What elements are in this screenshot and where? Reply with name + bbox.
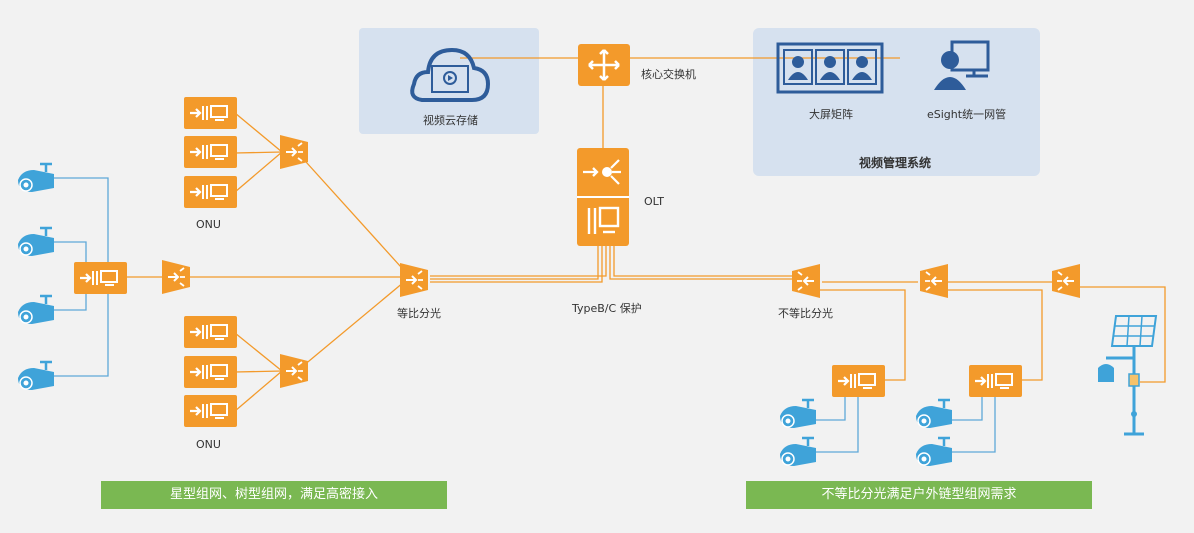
link-onu-top-0 — [234, 112, 283, 153]
onu-icon-top-2 — [184, 176, 237, 208]
link-drop-3 — [1080, 286, 1166, 383]
link-olt-equal-1 — [430, 246, 599, 280]
link-onu-bot-0 — [234, 332, 283, 372]
onu-icon-top-1 — [184, 136, 237, 168]
splitter-icon-top — [280, 135, 308, 169]
camera-icon-5 — [780, 436, 816, 466]
onu-icon-left — [74, 262, 127, 294]
link-cam-3 — [50, 292, 87, 311]
olt-label: OLT — [644, 195, 664, 208]
cloud-storage-icon — [410, 47, 491, 102]
onu-top-label: ONU — [196, 218, 221, 231]
link-onu-bot-1 — [234, 370, 283, 373]
link-olt-unequal-1 — [609, 246, 795, 280]
splitter-icon-unequal-3 — [1052, 264, 1080, 298]
link-onu-top-1 — [234, 151, 283, 154]
onu-icon-bottom-2 — [184, 395, 237, 427]
onu-icon-right-2 — [969, 365, 1022, 397]
link-onu-top-2 — [234, 151, 283, 193]
cloud-storage-panel — [359, 28, 539, 134]
camera-icon-7 — [916, 436, 952, 466]
splitter-icon-unequal-2 — [920, 264, 948, 298]
onu-icon-top-0 — [184, 97, 237, 129]
onu-icon-bottom-1 — [184, 356, 237, 388]
type-bc-label: TypeB/C 保护 — [572, 302, 642, 315]
splitter-icon-bottom — [280, 354, 308, 388]
right-banner: 不等比分光满足户外链型组网需求 — [746, 481, 1092, 509]
olt-icon — [577, 148, 629, 246]
core-switch-label: 核心交换机 — [641, 68, 696, 81]
link-cam-left-bus — [50, 177, 109, 292]
onu-bottom-label: ONU — [196, 438, 221, 451]
vms-panel — [753, 28, 1040, 176]
esight-label: eSight统一网管 — [927, 108, 1007, 121]
camera-icon-6 — [916, 398, 952, 428]
link-cam-r1b — [810, 395, 859, 453]
switch-icon — [578, 44, 630, 86]
onu-icon-right-1 — [832, 365, 885, 397]
camera-icon-2 — [18, 294, 54, 324]
link-olt-equal-2 — [430, 246, 603, 283]
link-cam-r1a — [810, 395, 846, 421]
link-onu-bot-2 — [234, 370, 283, 412]
link-olt-unequal-2 — [613, 246, 795, 277]
vms-label: 视频管理系统 — [859, 156, 932, 170]
camera-icon-3 — [18, 360, 54, 390]
link-cam-left-bus2 — [50, 292, 109, 377]
camera-icon-0 — [18, 162, 54, 192]
equal-split-label: 等比分光 — [397, 307, 441, 320]
solar-pole-icon — [1098, 315, 1158, 436]
left-banner: 星型组网、树型组网，满足高密接入 — [101, 481, 447, 509]
cloud-storage-label: 视频云存储 — [423, 114, 478, 127]
link-fan-0 — [296, 151, 411, 278]
video-wall-label: 大屏矩阵 — [809, 108, 853, 121]
link-cam-r2a — [950, 395, 983, 421]
operator-icon — [934, 40, 990, 90]
splitter-icon-left — [162, 260, 190, 294]
video-wall-icon — [776, 42, 884, 94]
onu-icon-bottom-0 — [184, 316, 237, 348]
camera-icon-1 — [18, 226, 54, 256]
link-cam-2 — [50, 241, 87, 262]
splitter-icon-unequal-1 — [792, 264, 820, 298]
camera-icon-4 — [780, 398, 816, 428]
link-cam-r2b — [950, 395, 996, 453]
link-drop-1 — [805, 289, 906, 381]
link-fan-2 — [296, 276, 411, 372]
link-drop-2 — [935, 289, 1043, 381]
unequal-split-label: 不等比分光 — [778, 307, 833, 320]
splitter-icon-equal — [400, 263, 428, 297]
link-olt-equal-3 — [430, 246, 607, 277]
